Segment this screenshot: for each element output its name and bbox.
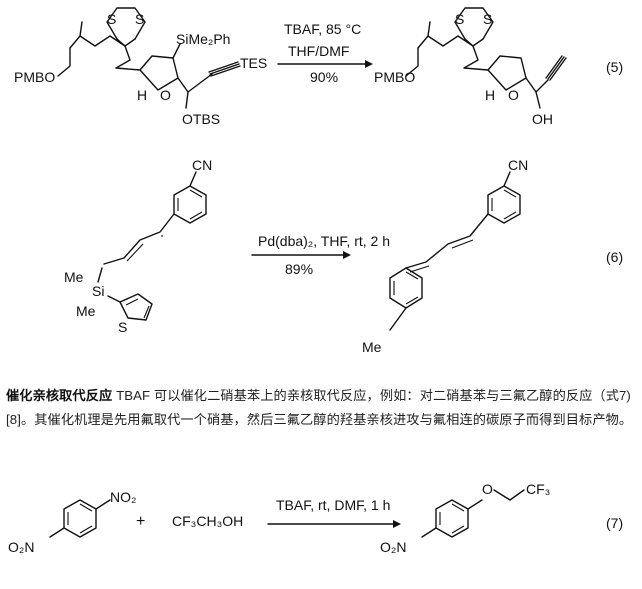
r6-benzene [173, 185, 207, 224]
reaction-7-reactant-1: NO₂ O₂N [8, 489, 136, 555]
p5-s2: S [483, 11, 492, 27]
thf-ring [139, 55, 179, 91]
plus-sign: + [136, 513, 145, 530]
p6-me: Me [362, 339, 382, 355]
thf-o: O [160, 87, 171, 103]
thf-h: H [137, 87, 147, 103]
body-paragraph: 催化亲核取代反应 TBAF 可以催化二硝基苯上的亲核取代反应，例如：对二硝基苯与… [6, 384, 636, 432]
eq-5-label: (5) [606, 59, 623, 75]
pmbo-label: PMBO [14, 69, 55, 85]
eq-6-label: (6) [606, 249, 623, 265]
paragraph-text: TBAF 可以催化二硝基苯上的亲核取代反应，例如：对二硝基苯与三氟乙醇的反应（式… [6, 388, 633, 427]
cond-5-a: TBAF, 85 °C [284, 21, 361, 37]
r6-thiophene [119, 293, 153, 321]
dinitrobenzene-ring [63, 499, 97, 538]
sime2ph-label: SiMe₂Ph [176, 31, 230, 47]
trifluoroethanol: CF₃CH₃OH [172, 513, 243, 529]
r6-cn: CN [192, 157, 212, 173]
p5-o: O [508, 87, 519, 103]
reaction-5-reactant: S S PMBO H O SiMe₂Ph OTBS TES [14, 7, 267, 127]
p6-cn: CN [508, 157, 528, 173]
paragraph-heading: 催化亲核取代反应 [6, 388, 113, 403]
cond-7-a: TBAF, rt, DMF, 1 h [276, 497, 390, 513]
cond-5-c: 90% [310, 69, 338, 85]
r6-me2: Me [76, 303, 96, 319]
dithiane-s1: S [107, 11, 116, 27]
p5-h: H [485, 87, 495, 103]
p5-pmbo: PMBO [374, 69, 415, 85]
cond-5-b: THF/DMF [288, 43, 349, 59]
reaction-6: CN Me Si Me S Pd(dba)₂, THF, rt, 2 h 89% [64, 157, 623, 355]
dithiane-s2: S [135, 11, 144, 27]
p6-toluene-ring [389, 267, 423, 309]
otbs-label: OTBS [182, 111, 220, 127]
cond-6-a: Pd(dba)₂, THF, rt, 2 h [258, 233, 390, 249]
eq-7-label: (7) [606, 515, 623, 531]
p7-o: O [482, 481, 493, 497]
p5-oh: OH [532, 111, 553, 127]
reaction-7: NO₂ O₂N + CF₃CH₃OH TBAF, rt, DMF, 1 h O … [8, 481, 623, 555]
p7-o2n: O₂N [380, 539, 406, 555]
reaction-7-product: O CF₃ O₂N [380, 481, 550, 555]
reaction-5: S S PMBO H O SiMe₂Ph OTBS TES [14, 7, 623, 127]
r6-si: Si [92, 283, 104, 299]
cond-6-b: 89% [285, 261, 313, 277]
r6-me1: Me [64, 269, 84, 285]
p7-cf3: CF₃ [526, 481, 550, 497]
reaction-5-product: S S PMBO H O OH [374, 7, 567, 127]
r7-o2n-bottom: O₂N [8, 539, 34, 555]
p5-s1: S [455, 11, 464, 27]
reaction-6-product: CN Me [362, 157, 528, 355]
r7-no2-top: NO₂ [110, 489, 136, 505]
reaction-6-reactant: CN Me Si Me S [64, 157, 212, 335]
tes-label: TES [240, 55, 267, 71]
r6-s: S [118, 319, 127, 335]
chain [69, 35, 126, 49]
dithiane-ring [106, 7, 146, 40]
